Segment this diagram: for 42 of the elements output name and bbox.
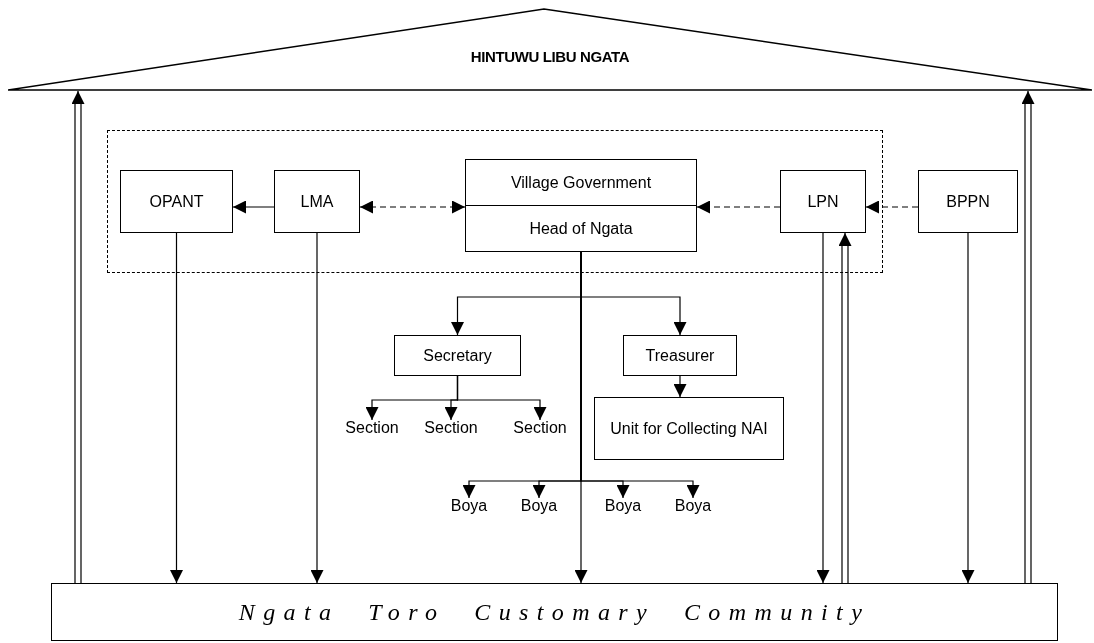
- subunit-label: Boya: [450, 498, 488, 514]
- unit-label: LMA: [300, 191, 334, 212]
- unit-label: LPN: [807, 191, 839, 212]
- unit-box: [780, 170, 866, 233]
- dashed-arrow: [865, 200, 919, 214]
- subunit-label: Section: [345, 420, 399, 436]
- unit-box: [594, 397, 784, 460]
- unit-label: BPPN: [946, 191, 990, 212]
- unit-box: [918, 170, 1018, 233]
- dashed-arrow: [359, 200, 466, 214]
- subunit-label: Boya: [604, 498, 642, 514]
- arrow: [170, 232, 183, 584]
- community-box: [51, 583, 1058, 641]
- subunit-label: Section: [513, 420, 567, 436]
- dashed-group-frame: [107, 130, 883, 273]
- unit-label: OPANT: [149, 191, 204, 212]
- roof-title: HINTUWU LIBU NGATA: [470, 47, 630, 67]
- double-line-arrow: [71, 90, 85, 584]
- unit-label: Secretary: [423, 345, 492, 366]
- unit-box: [394, 335, 521, 376]
- unit-box: [465, 159, 697, 252]
- unit-box: [120, 170, 233, 233]
- community-title: Ngata Toro Customary Community: [238, 598, 871, 627]
- unit-box: [274, 170, 360, 233]
- subunit-label: Boya: [520, 498, 558, 514]
- unit-label: Unit for Collecting NAI: [610, 418, 768, 439]
- unit-label: Head of Ngata: [529, 218, 633, 239]
- double-line-arrow: [838, 232, 852, 584]
- unit-box: [623, 335, 737, 376]
- arrow: [232, 200, 275, 214]
- double-line-arrow: [1021, 90, 1035, 584]
- arrow: [961, 232, 975, 584]
- subunit-label: Section: [424, 420, 478, 436]
- arrow: [574, 251, 588, 584]
- arrow: [310, 232, 324, 584]
- arrow: [673, 375, 687, 398]
- dashed-arrow: [696, 200, 781, 214]
- unit-label: Village Government: [510, 172, 652, 193]
- subunit-label: Boya: [674, 498, 712, 514]
- unit-label: Treasurer: [645, 345, 715, 366]
- arrow: [456, 375, 547, 421]
- arrow: [816, 232, 830, 584]
